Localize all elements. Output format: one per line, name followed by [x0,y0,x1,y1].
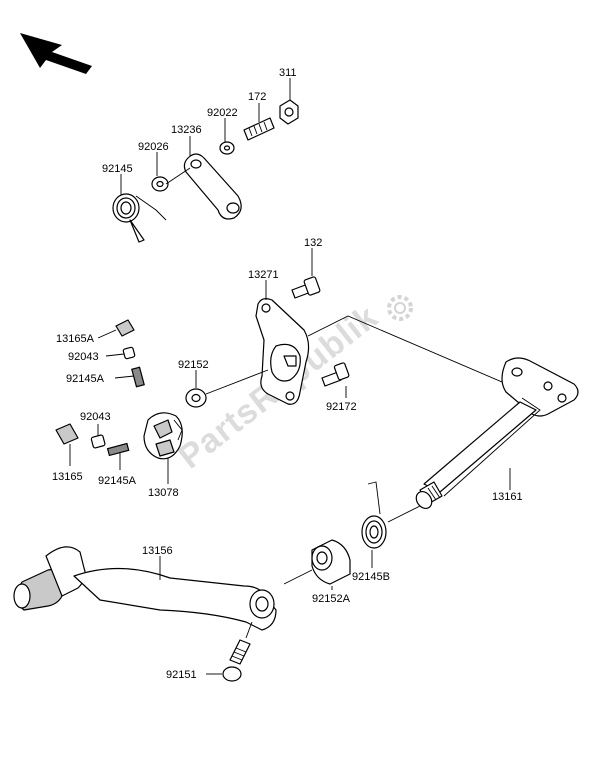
bolt-132 [291,276,321,299]
label-13156: 13156 [142,545,173,557]
label-92151: 92151 [166,669,197,681]
stud-172 [243,117,275,141]
spring-92145a-upper [131,366,145,388]
pawl-13165 [55,423,79,445]
label-92145a-lower: 92145A [98,475,137,487]
washer-92026 [151,176,169,192]
pin-92043-upper [122,346,136,360]
label-92172: 92172 [326,401,357,413]
label-13236: 13236 [171,124,202,136]
gear-icon [387,295,413,321]
washer-92152 [185,388,207,408]
part-labels: 311 172 92022 13236 92026 92145 132 1327… [52,67,523,681]
label-311: 311 [279,67,297,79]
label-13161: 13161 [492,491,523,503]
nut-311 [279,99,299,125]
label-92043-upper: 92043 [68,351,99,363]
spring-92145 [112,193,167,243]
label-13078: 13078 [148,487,179,499]
bushing-92152a [311,539,351,585]
leader-lines [69,78,511,675]
washer-92022 [219,141,235,155]
label-92145b: 92145B [352,571,390,583]
ratchet-13078 [143,412,183,460]
label-92022: 92022 [207,107,238,119]
label-172: 172 [248,91,266,103]
shift-shaft-13161 [415,357,579,509]
pin-92043-lower [90,434,106,449]
label-13165a: 13165A [56,333,95,345]
pawl-13165a [115,319,135,337]
front-direction-arrow-icon [20,33,92,74]
label-92152a: 92152A [312,593,351,605]
spring-92145a-lower [106,442,130,457]
label-92145a-upper: 92145A [66,373,105,385]
spring-92145b [361,481,387,549]
link-13236 [183,153,242,220]
label-132: 132 [304,237,322,249]
label-13165: 13165 [52,471,83,483]
label-92043-lower: 92043 [80,411,111,423]
label-92026: 92026 [138,141,169,153]
bolt-92172 [321,362,350,387]
label-92145: 92145 [102,163,133,175]
bolt-92151 [222,639,251,682]
shift-pedal-13156 [13,546,277,631]
plate-13271 [255,298,310,405]
label-92152: 92152 [178,359,209,371]
label-13271: 13271 [248,269,279,281]
